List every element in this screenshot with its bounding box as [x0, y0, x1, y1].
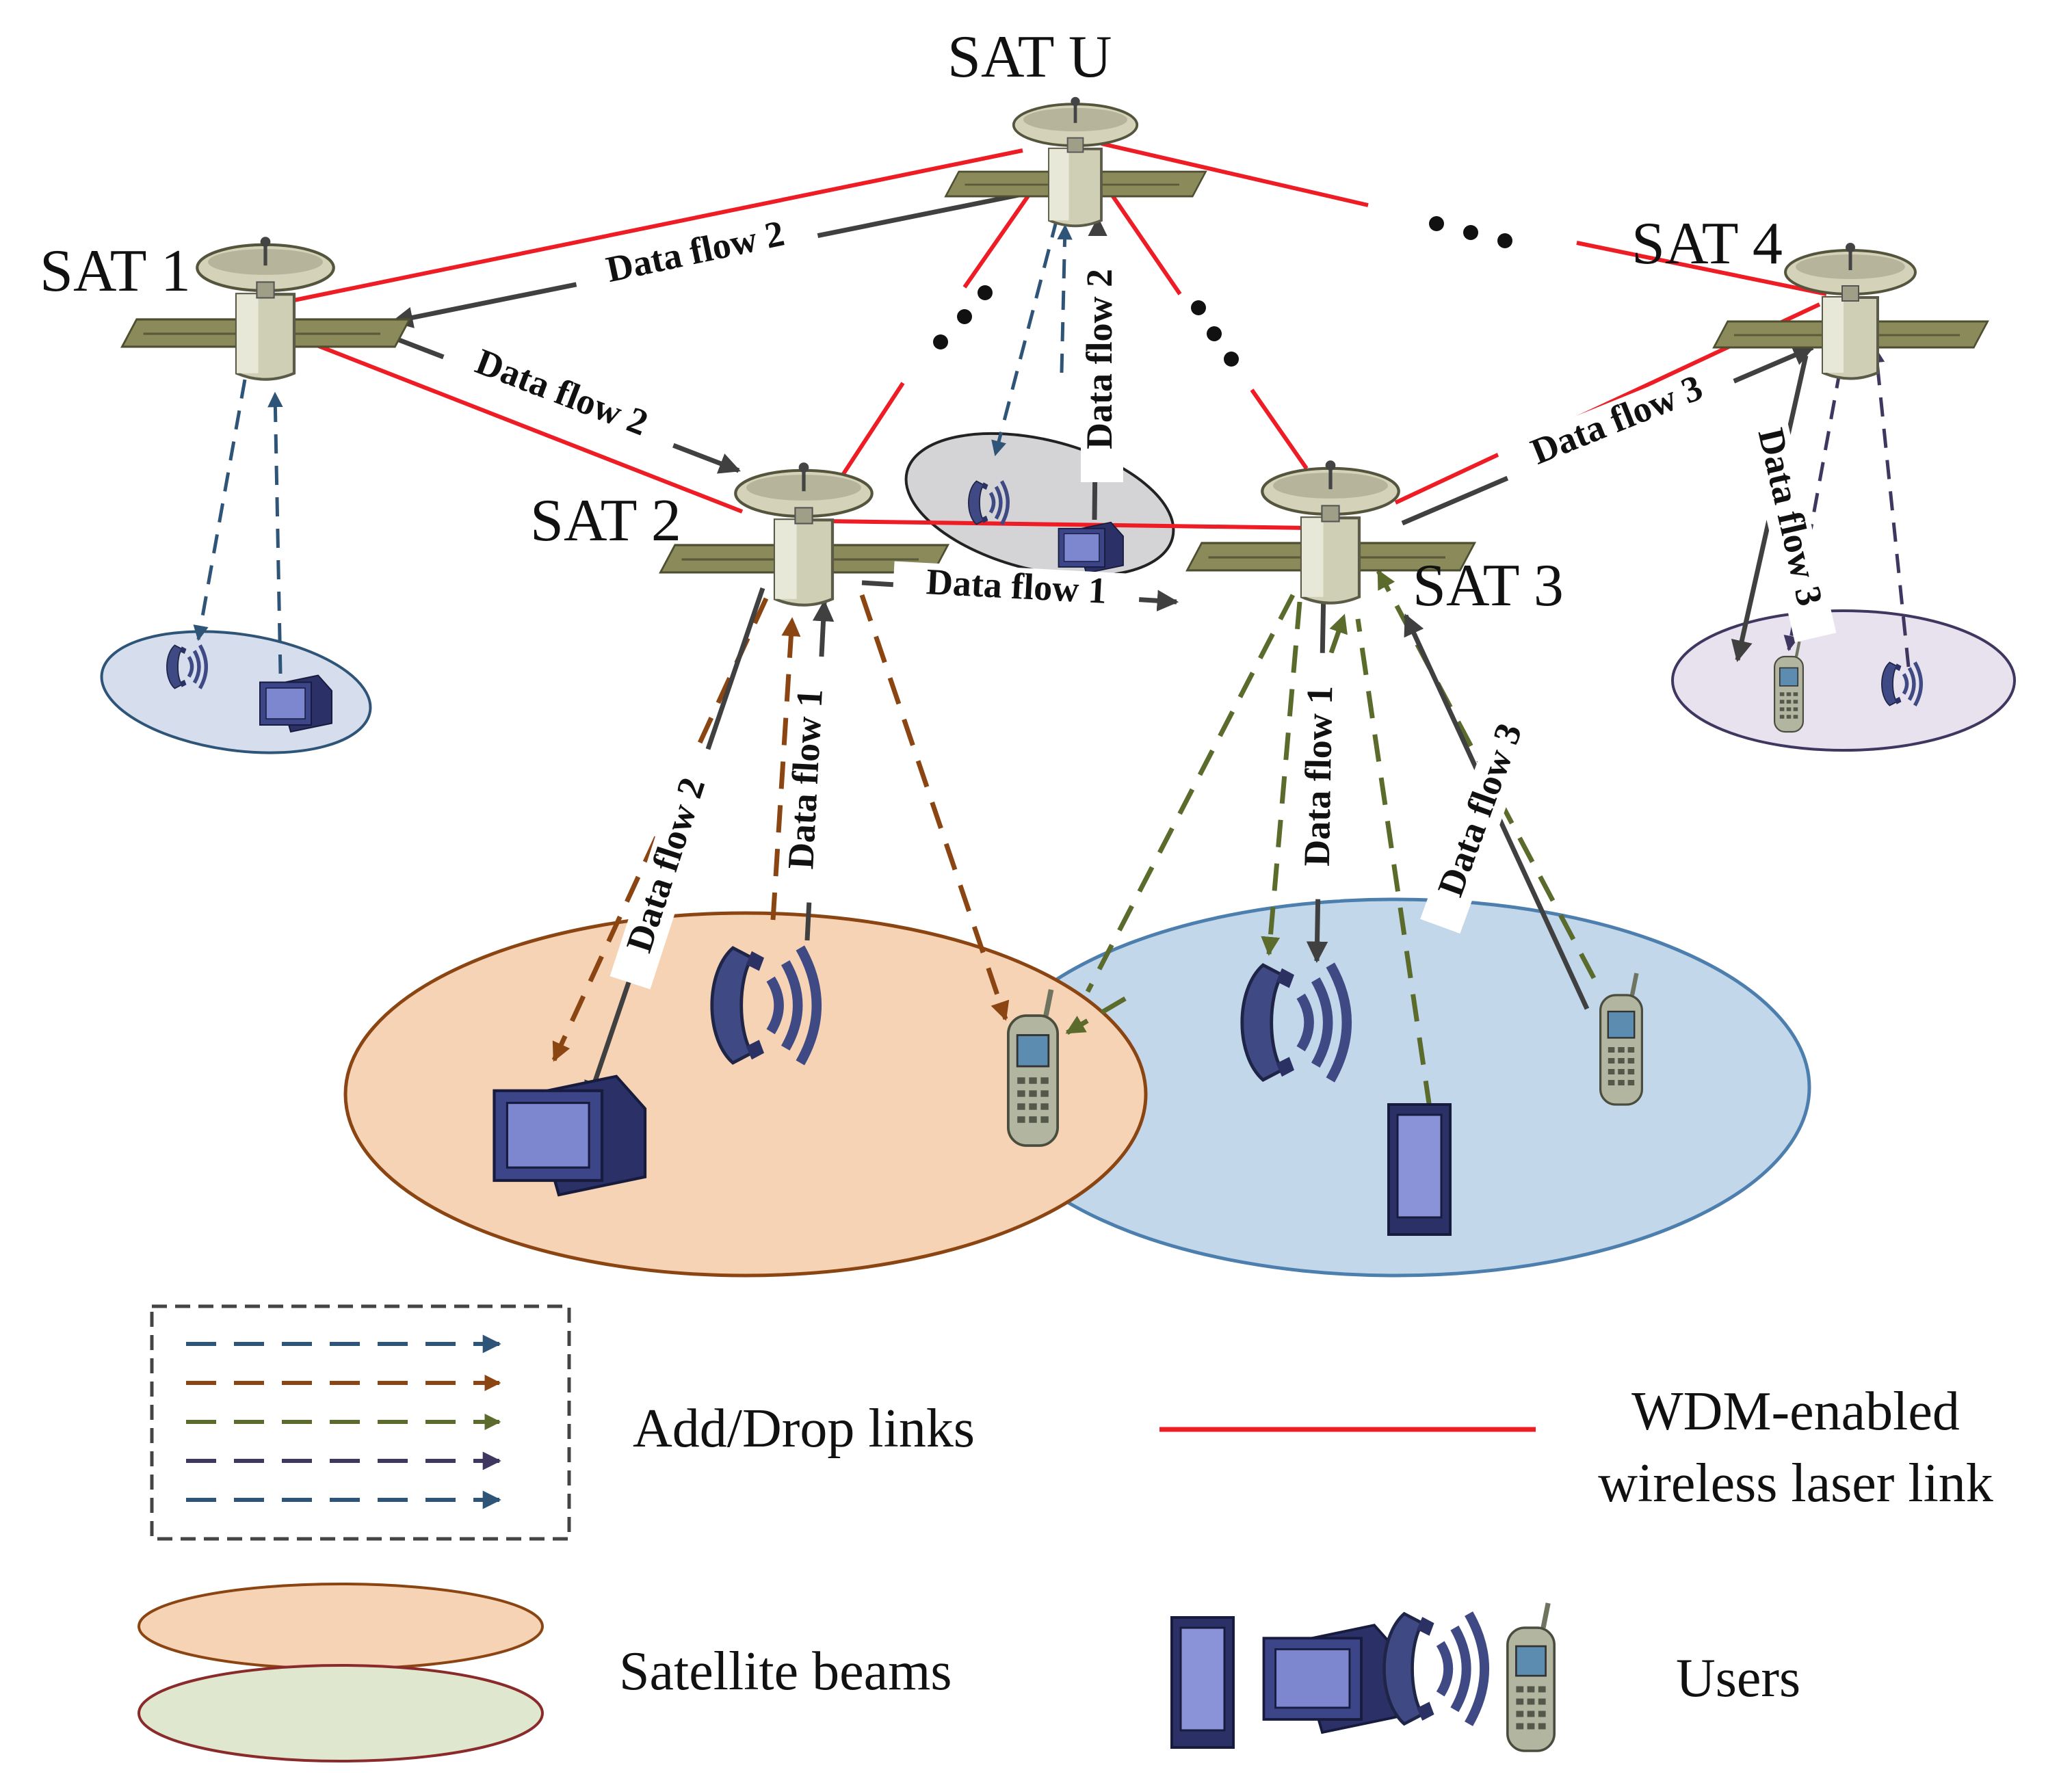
flow-label-3-to-sat4: Data flow 3	[1525, 367, 1708, 473]
legend-tablet-icon	[1170, 1616, 1235, 1749]
legend-beams-label: Satellite beams	[619, 1641, 952, 1702]
sat-2-label: SAT 2	[530, 488, 681, 554]
monitor-icon-sat2-beam	[495, 1077, 646, 1195]
legend-users-label: Users	[1676, 1648, 1800, 1708]
legend-add-drop-label: Add/Drop links	[633, 1399, 975, 1459]
sat-1-label: SAT 1	[40, 238, 191, 304]
legend-beam-green	[137, 1664, 544, 1762]
flow-label-1-horizontal: Data flow 1	[926, 561, 1108, 611]
add-drop-sat2	[551, 594, 1010, 1062]
beam-sat1	[100, 630, 372, 754]
beam-sat2	[343, 911, 1148, 1278]
flow-label-group: Data flow 2 Data flow 2 Data flow 1 Data…	[438, 207, 1837, 990]
sat-u-label: SAT U	[947, 24, 1112, 90]
link-ellipsis	[933, 216, 1512, 367]
add-drop-sat1	[193, 379, 283, 674]
flow-label-1-sat3-down: Data flow 1	[1296, 685, 1341, 867]
legend: Add/Drop links WDM-enabled wireless lase…	[137, 1304, 1993, 1762]
legend-mobile-phone-icon	[1508, 1603, 1554, 1751]
flow-label-3-sat4-down: Data flow 3	[1750, 425, 1831, 610]
laser-links	[289, 142, 1827, 530]
monitor-icon-sat1-beam	[259, 674, 332, 732]
add-drop-satu	[991, 218, 1073, 457]
monitor-icon-satu-beam	[1058, 521, 1124, 574]
legend-beam-orange	[137, 1583, 544, 1670]
sat-4-label: SAT 4	[1631, 211, 1783, 277]
legend-wdm-line2: wireless laser link	[1598, 1453, 1993, 1514]
legend-phone-icon	[1384, 1614, 1484, 1724]
flow-label-2-vertical: Data flow 2	[1079, 269, 1120, 449]
flow-label-2-upper: Data flow 2	[603, 213, 788, 291]
tablet-icon-sat3-beam	[1387, 1103, 1452, 1236]
beam-sat4	[1671, 609, 2016, 752]
legend-wdm-line1: WDM-enabled	[1631, 1382, 1960, 1442]
satellite-icon-sat-u	[945, 97, 1205, 226]
legend-monitor-icon	[1262, 1624, 1402, 1734]
sat-3-label: SAT 3	[1413, 553, 1564, 619]
flow-label-1-sat2-up: Data flow 1	[780, 688, 830, 871]
